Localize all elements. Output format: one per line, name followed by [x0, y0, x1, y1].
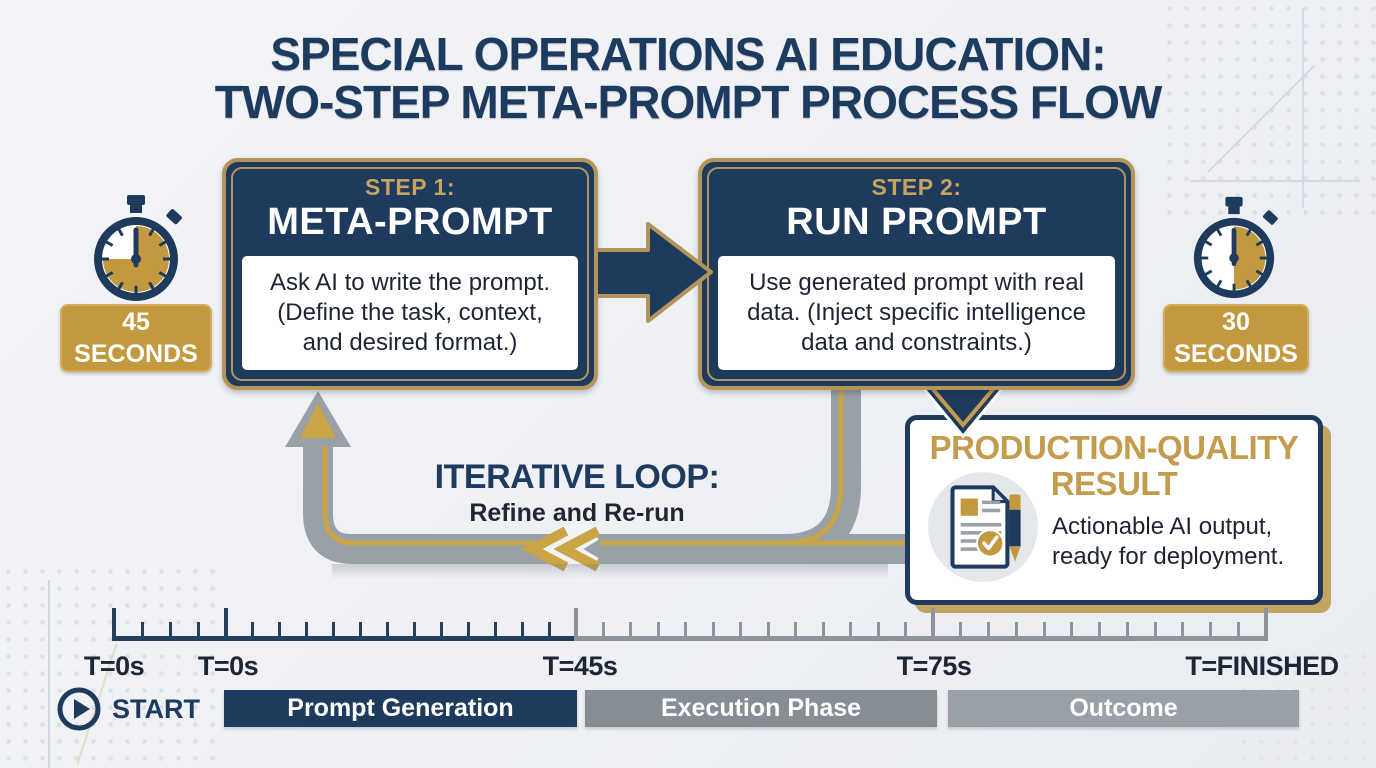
- timeline-minor-tick: [739, 622, 743, 640]
- page-title-line2: TWO-STEP META-PROMPT PROCESS FLOW: [214, 76, 1163, 128]
- timeline-minor-tick: [196, 622, 200, 640]
- timeline-minor-tick: [168, 622, 172, 640]
- timeline-minor-tick: [332, 622, 336, 640]
- timeline-minor-tick: [520, 622, 524, 640]
- timeline-major-tick: [1264, 608, 1268, 641]
- decor-vertical-line: [1302, 8, 1304, 208]
- document-check-icon: [928, 472, 1038, 582]
- timeline-major-tick: [574, 608, 578, 641]
- timeline-baseline: [114, 636, 576, 641]
- timeline-minor-tick: [305, 622, 309, 640]
- timeline-label: T=FINISHED: [1185, 651, 1339, 681]
- timeline-minor-tick: [386, 622, 390, 640]
- phase-bar: Prompt Generation: [224, 690, 577, 727]
- timeline-minor-tick: [656, 622, 660, 640]
- timeline-minor-tick: [439, 622, 443, 640]
- timeline-minor-tick: [904, 622, 908, 640]
- timeline-minor-tick: [493, 622, 497, 640]
- timeline-minor-tick: [766, 622, 770, 640]
- timeline-baseline: [576, 636, 1266, 641]
- timeline-minor-tick: [412, 622, 416, 640]
- result-title-line2: RESULT: [1050, 465, 1178, 502]
- step1-body: Ask AI to write the prompt. (Define the …: [242, 256, 578, 370]
- phase-bar: Execution Phase: [585, 690, 937, 727]
- step1-title: META-PROMPT: [267, 201, 553, 243]
- page-title: SPECIAL OPERATIONS AI EDUCATION: TWO-STE…: [0, 30, 1376, 126]
- timeline-minor-tick: [821, 622, 825, 640]
- step2-title: RUN PROMPT: [786, 201, 1047, 243]
- step1-inner-border: [231, 167, 589, 381]
- step1-kicker: STEP 1:: [365, 174, 455, 200]
- step2-body: Use generated prompt with real data. (In…: [718, 256, 1115, 370]
- timeline-minor-tick: [251, 622, 255, 640]
- timeline-major-tick: [112, 608, 116, 641]
- loop-shadow: [332, 564, 888, 579]
- decor-left-line: [48, 580, 50, 768]
- timeline-minor-tick: [794, 622, 798, 640]
- start-label: START: [112, 694, 200, 724]
- timeline-minor-tick: [140, 622, 144, 640]
- result-body: Actionable AI output, ready for deployme…: [1052, 513, 1285, 570]
- timeline-major-tick: [224, 608, 228, 641]
- iterative-loop-subtitle: Refine and Re-run: [469, 499, 685, 527]
- timeline-minor-tick: [1014, 622, 1018, 640]
- step2-card: STEP 2: RUN PROMPT Use generated prompt …: [698, 158, 1135, 390]
- timeline-minor-tick: [1236, 622, 1240, 640]
- timeline-minor-tick: [601, 622, 605, 640]
- timeline-major-tick: [931, 608, 935, 641]
- timeline-label: T=75s: [896, 651, 972, 681]
- timeline-minor-tick: [1209, 622, 1212, 640]
- timeline-minor-tick: [711, 622, 715, 640]
- timeline-minor-tick: [684, 622, 688, 640]
- timer-badge-left: 45 SECONDS: [60, 304, 212, 372]
- timeline-label: T=0s: [83, 651, 145, 681]
- timer-badge-right: 30 SECONDS: [1163, 304, 1309, 372]
- circuit-pattern-bottom-left: [0, 563, 225, 768]
- step1-card: STEP 1: META-PROMPT Ask AI to write the …: [222, 158, 598, 390]
- timeline-minor-tick: [629, 622, 633, 640]
- timeline-minor-tick: [1070, 622, 1074, 640]
- iterative-loop-title: ITERATIVE LOOP:: [434, 458, 720, 496]
- timeline-minor-tick: [359, 622, 363, 640]
- iterative-loop-label: ITERATIVE LOOP: Refine and Re-run: [377, 458, 777, 528]
- timeline-minor-tick: [1042, 622, 1046, 640]
- timeline-minor-tick: [987, 622, 990, 640]
- timeline-minor-tick: [1181, 622, 1185, 640]
- timeline-minor-tick: [1153, 622, 1157, 640]
- step2-kicker: STEP 2:: [871, 174, 962, 200]
- timeline-label: T=45s: [542, 651, 618, 681]
- timeline-minor-tick: [466, 622, 470, 640]
- timeline-minor-tick: [849, 622, 853, 640]
- timeline-minor-tick: [959, 622, 963, 640]
- phase-bar: Outcome: [948, 690, 1299, 727]
- timeline-minor-tick: [547, 622, 551, 640]
- timeline-label: T=0s: [197, 651, 259, 681]
- page-title-line1: SPECIAL OPERATIONS AI EDUCATION:: [270, 28, 1106, 80]
- decor-horizontal-line: [1190, 180, 1360, 182]
- timeline-minor-tick: [876, 622, 880, 640]
- timeline-minor-tick: [278, 622, 282, 640]
- timeline-minor-tick: [1125, 622, 1129, 640]
- timeline-minor-tick: [1098, 622, 1101, 640]
